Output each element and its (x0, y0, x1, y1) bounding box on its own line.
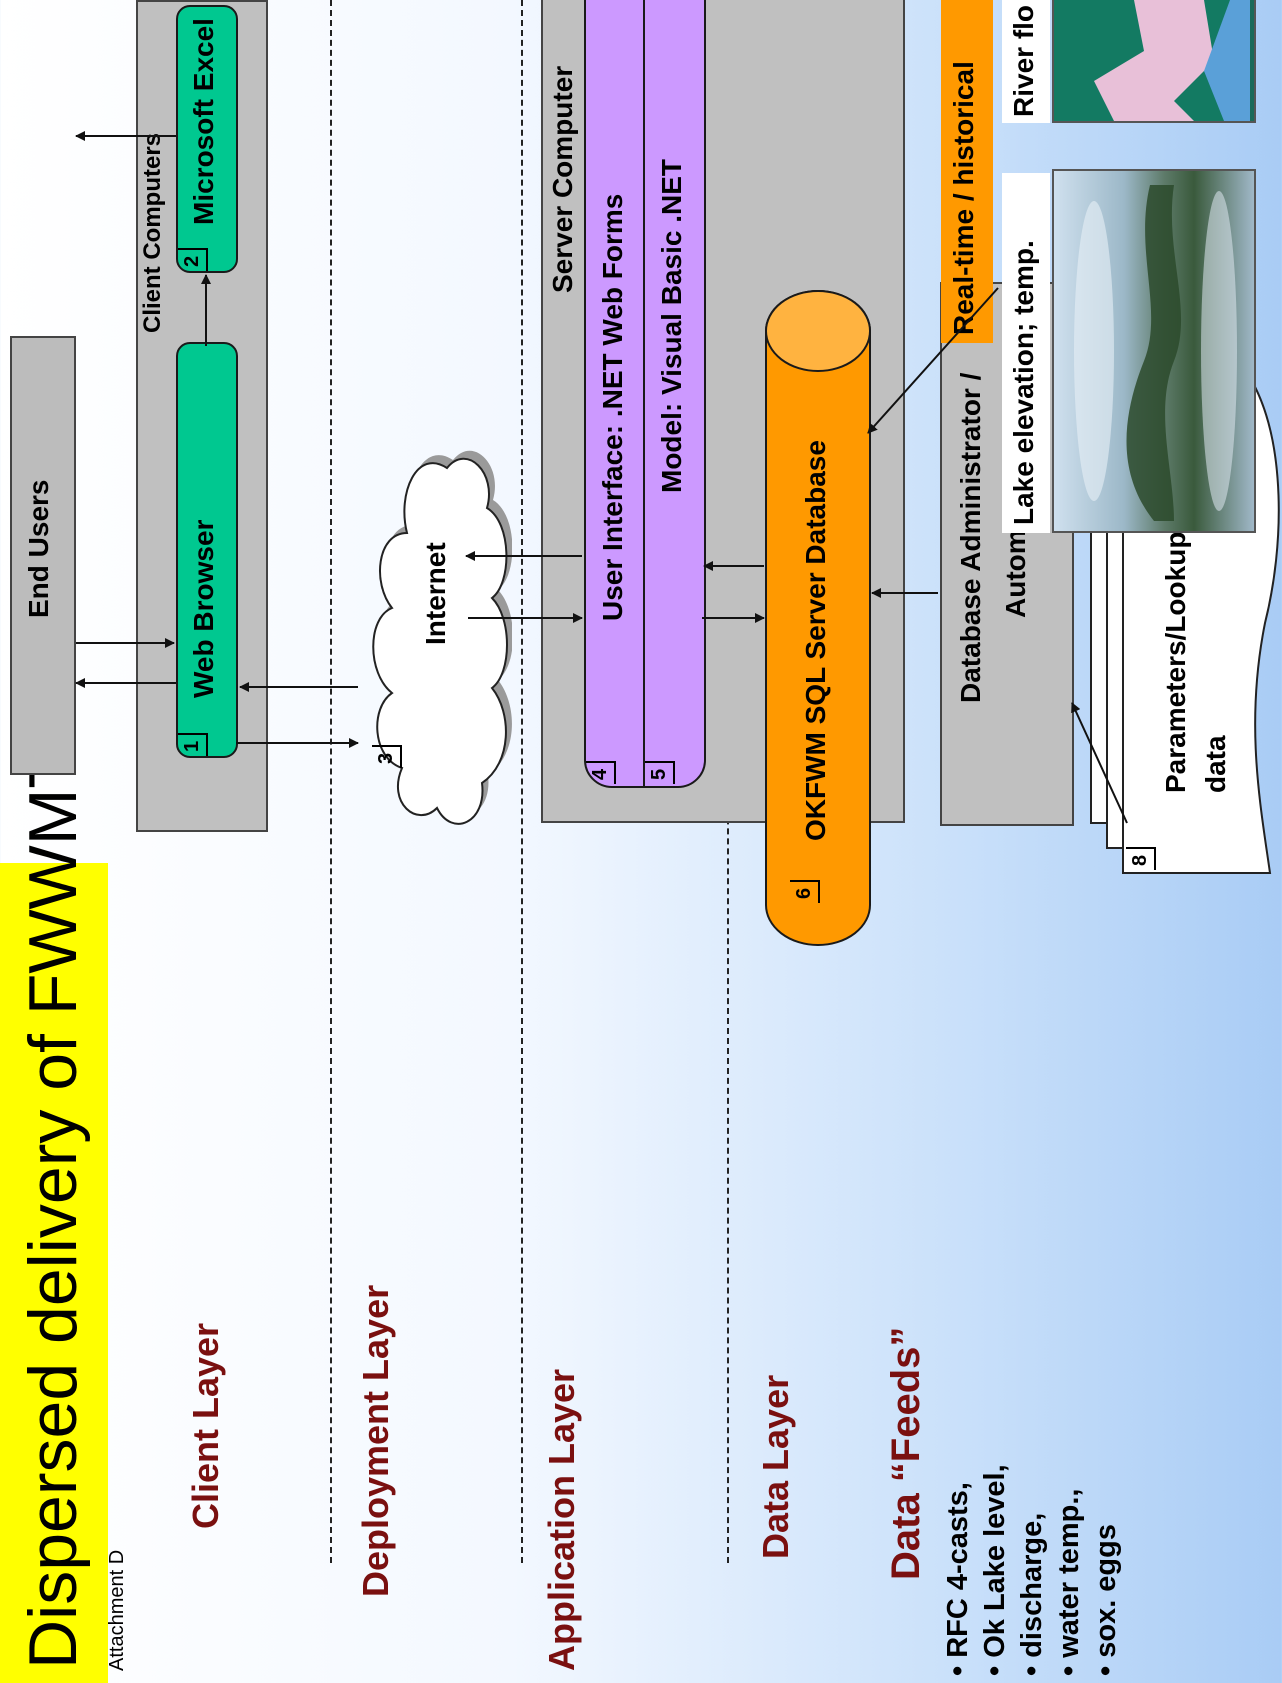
arrow-realtime-to-db (867, 287, 999, 434)
internet-cloud (372, 450, 512, 825)
river-image-shape (1054, 0, 1250, 121)
database-cylinder (765, 290, 871, 946)
arrow-params-to-admin (1071, 702, 1128, 824)
lake-image-shape (1074, 185, 1237, 521)
